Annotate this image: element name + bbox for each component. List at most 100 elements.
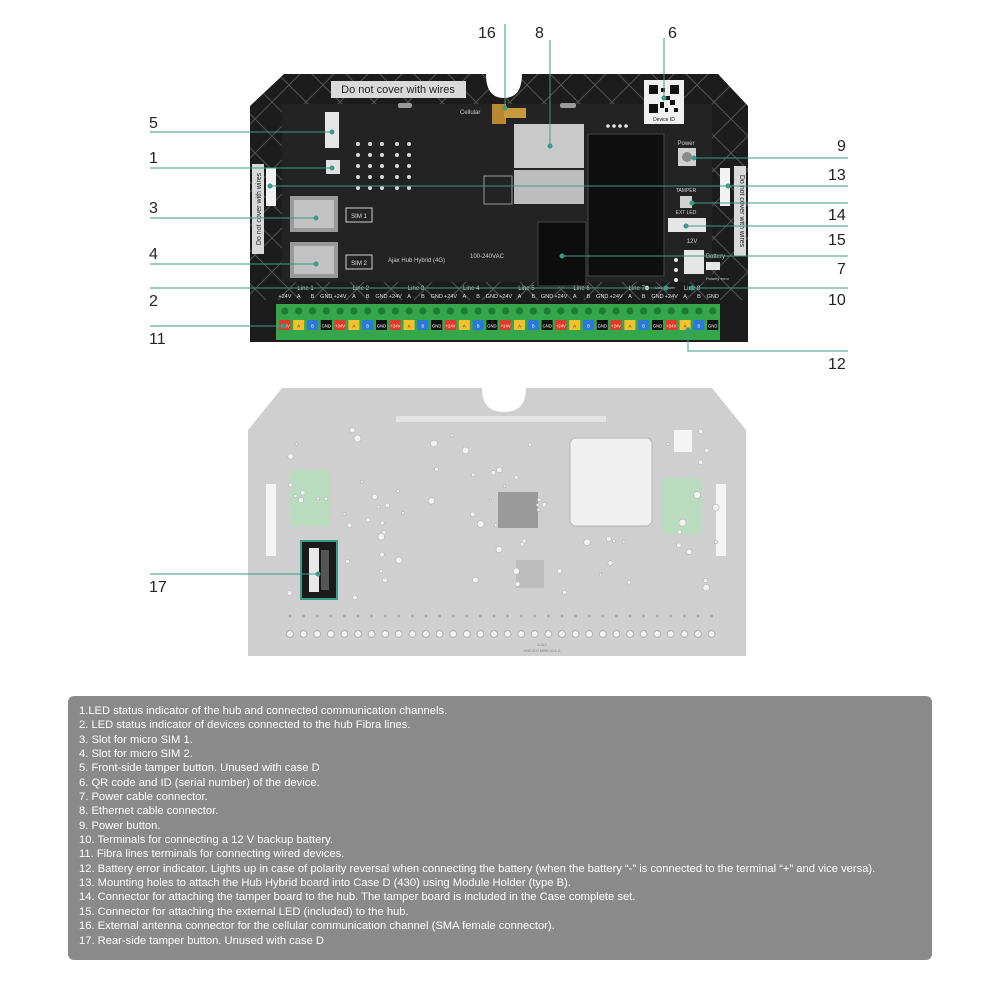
rear-component (519, 541, 525, 547)
terminal-screw (474, 307, 482, 315)
pin-label: B (366, 294, 370, 300)
terminal-pin-marker (610, 320, 622, 330)
rear-component (288, 482, 293, 488)
rear-component (379, 569, 384, 574)
rear-component (535, 503, 540, 507)
pin-label: GND (541, 294, 553, 300)
terminal-pin-marker (555, 320, 567, 330)
line-label: Line 2 (353, 286, 370, 292)
terminal-pin-text: B (698, 324, 701, 329)
rear-hole (354, 630, 362, 638)
rear-component (360, 480, 364, 484)
rear-pad (519, 614, 523, 618)
terminal-pin-text: GND (653, 324, 662, 329)
terminal-pin-text: GND (708, 324, 717, 329)
callout-7: 7 (837, 261, 846, 278)
terminal-pin-text: B (587, 324, 590, 329)
rear-component (626, 580, 632, 585)
rear-component (371, 493, 378, 501)
rear-component (612, 539, 616, 543)
terminal-pin-text: A (408, 324, 411, 329)
rear-pad (329, 614, 333, 618)
terminal-screw (350, 307, 358, 315)
terminal-pin-text: A (629, 324, 632, 329)
rear-component (477, 520, 485, 528)
rear-text-line1: AJAX (537, 642, 547, 647)
rear-component (698, 428, 704, 434)
pin-label: +24V (610, 294, 623, 300)
terminal-screw (584, 307, 593, 315)
callout-14: 14 (828, 207, 846, 224)
terminal-pin-text: GND (432, 324, 441, 329)
rear-component (377, 533, 385, 541)
rear-component (712, 504, 720, 512)
rear-pad (560, 614, 564, 618)
callout-6: 6 (668, 25, 677, 42)
terminal-pin-marker (583, 320, 594, 330)
sma-antenna-connector (492, 104, 526, 124)
terminal-pin-text: GND (487, 324, 496, 329)
rear-component (449, 433, 454, 438)
callout-17: 17 (149, 579, 167, 596)
rear-component (514, 581, 521, 587)
rear-terminal-holes (286, 614, 716, 638)
terminal-pin-text: B (532, 324, 535, 329)
terminal-pin-text: +24V (501, 324, 511, 329)
terminal-pin-text: A (573, 324, 576, 329)
pin-label: GND (651, 294, 663, 300)
sim1-label: SIM 1 (351, 214, 367, 220)
callout-9: 9 (837, 138, 846, 155)
terminal-pin-marker (486, 320, 498, 330)
pin-label: B (311, 294, 315, 300)
callout-numbers: 16 8 6 5 1 3 4 2 11 9 13 14 15 7 10 12 1… (149, 25, 846, 596)
terminal-pin-text: A (463, 324, 466, 329)
terminal-screw (529, 307, 537, 315)
callout-13: 13 (828, 167, 846, 184)
rear-component (286, 590, 293, 596)
terminal-pin-marker (376, 320, 387, 330)
terminal-pin-marker (403, 320, 415, 330)
rear-pad (370, 614, 374, 618)
battery-terminal (684, 250, 704, 274)
rear-pad (614, 614, 618, 618)
terminal-pin-text: +24V (611, 324, 621, 329)
rear-pad (601, 614, 605, 618)
heat-warning-icon (483, 175, 513, 205)
legend-item-7: 7. Power cable connector. (79, 791, 208, 804)
terminal-screw (281, 307, 289, 315)
legend-item-8: 8. Ethernet cable connector. (79, 805, 219, 818)
pin-label: B (587, 294, 591, 300)
terminal-screw (336, 307, 344, 315)
pin-label: GND (707, 294, 719, 300)
terminal-pin-text: +24V (666, 324, 676, 329)
terminal-screw (667, 307, 675, 315)
rear-component (556, 568, 563, 574)
rear-component (583, 538, 591, 546)
line-label: Line 5 (518, 286, 535, 292)
rear-pad (533, 614, 537, 618)
rear-component (471, 472, 476, 478)
terminal-pin-text: +24V (556, 324, 566, 329)
rear-component (704, 447, 710, 454)
pin-label: +24V (665, 294, 678, 300)
rear-hole (286, 630, 294, 638)
terminal-pin-text: B (422, 324, 425, 329)
rear-component (382, 577, 388, 583)
terminal-screw (640, 307, 648, 315)
terminal-pin-text: +24V (335, 324, 345, 329)
pin-label: B (531, 294, 535, 300)
pin-label: A (297, 294, 301, 300)
rear-component (349, 427, 356, 434)
terminal-screw (543, 307, 551, 315)
rear-component (376, 504, 381, 509)
terminal-pin-marker (348, 320, 360, 330)
legend-item-13: 13. Mounting holes to attach the Hub Hyb… (79, 877, 571, 890)
rear-component (345, 559, 350, 564)
terminal-pin-marker (500, 320, 512, 330)
terminal-screw (653, 307, 662, 315)
pin-label: B (476, 294, 480, 300)
rear-component (502, 484, 507, 488)
warning-sticker-left (252, 164, 264, 254)
pin-label: B (697, 294, 701, 300)
pin-label: B (642, 294, 646, 300)
